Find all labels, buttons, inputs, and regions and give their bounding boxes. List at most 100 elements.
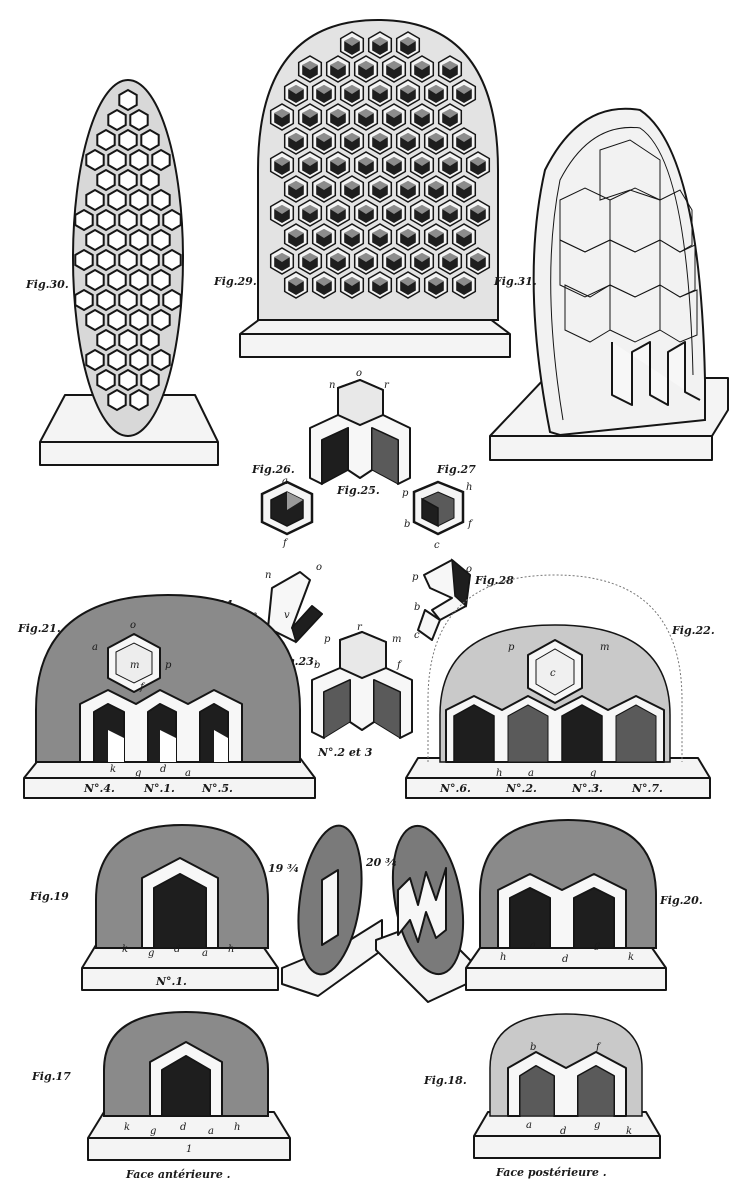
fig21-letter-k: k [110, 764, 116, 775]
fig20-letter-g: g [594, 940, 600, 951]
fig29-cell-facet [414, 253, 430, 262]
fig30-cell [118, 248, 138, 272]
fig24-letter-o: o [316, 562, 322, 573]
fig30-cell [140, 208, 160, 232]
fig27-letter-f: f [467, 519, 474, 530]
caption-front: Face antérieure . [125, 1168, 231, 1181]
fig22-letter-g: g [590, 768, 596, 779]
fig29-cell-facet [274, 109, 290, 118]
fig18-letter-f: f [595, 1042, 602, 1053]
fig29-cell-facet [302, 109, 318, 118]
fig22-label: Fig.22. [671, 624, 715, 637]
fig30-cell [96, 128, 116, 152]
fig29-cell-facet [372, 133, 388, 142]
figure-29: Fig.29. [213, 18, 511, 358]
fig29-cell-facet [288, 85, 304, 94]
fig30-cell [129, 308, 149, 332]
fig29-cell-facet [428, 181, 444, 190]
fig30-cell [162, 288, 182, 312]
fig29-label: Fig.29. [213, 275, 257, 288]
fig29-cell-facet [456, 133, 472, 142]
fig26-letter-a: a [282, 476, 288, 487]
fig29-cell-facet [302, 157, 318, 166]
fig17-letter-h: h [234, 1122, 240, 1133]
fig30-cell [129, 388, 149, 412]
figure-27: p h b f c Fig.27 [402, 463, 476, 551]
fig28-letter-b: b [414, 602, 420, 613]
fig29-cell-facet [316, 133, 332, 142]
fig27-letter-h: h [466, 482, 472, 493]
fig29-cell-facet [372, 181, 388, 190]
fig30-cell [129, 148, 149, 172]
fig29-cell-facet [302, 205, 318, 214]
fig21-letter-d: d [160, 764, 166, 775]
fig30-cell [151, 308, 171, 332]
figure-19: k g d a h N°.1. Fig.19 [29, 823, 279, 991]
fig29-cell-facet [344, 133, 360, 142]
fig29-cell-facet [316, 229, 332, 238]
fig29-cell-facet [344, 181, 360, 190]
fig21-label: Fig.21. [17, 622, 61, 635]
fig29-cell-facet [400, 277, 416, 286]
fig23-number: N°.2 et 3 [317, 746, 373, 759]
fig30-cell [162, 208, 182, 232]
fig25-letter-r: r [384, 380, 390, 391]
fig29-cell-facet [330, 61, 346, 70]
fig21-number-5: N°.5. [201, 782, 233, 795]
fig30-cell [74, 248, 94, 272]
fig23-letter-b: b [314, 660, 320, 671]
fig30-cell [151, 348, 171, 372]
fig29-cell-facet [414, 109, 430, 118]
fig23-letter-m: m [392, 634, 401, 645]
fig29-cell-facet [288, 181, 304, 190]
fig19-letter-a: a [202, 948, 208, 959]
fig29-cell-facet [316, 85, 332, 94]
fig29-cell-facet [414, 205, 430, 214]
fig30-cell [118, 328, 138, 352]
fig29-cell-facet [442, 109, 458, 118]
fig17-letter-a: a [208, 1126, 214, 1137]
caption-back: Face postérieure . [495, 1166, 607, 1179]
fig29-cell-facet [428, 277, 444, 286]
fig29-cell-facet [470, 253, 486, 262]
fig28-label: Fig.28 [474, 574, 514, 587]
fig18-letter-k: k [626, 1126, 632, 1137]
fig26-label: Fig.26. [251, 463, 295, 476]
fig25-letter-o: o [356, 368, 362, 379]
fig27-letter-c: c [434, 540, 440, 551]
fig29-cell-facet [358, 205, 374, 214]
fig29-cell-facet [372, 85, 388, 94]
fig20-label: Fig.20. [659, 894, 703, 907]
fig29-cell-facet [442, 157, 458, 166]
fig29-cell-facet [470, 205, 486, 214]
fig27-letter-b: b [404, 519, 410, 530]
fig30-cell [74, 208, 94, 232]
fig22-letter-m: m [600, 642, 609, 653]
fig29-cell-facet [414, 61, 430, 70]
figure-17: k g d a h 1 Fig.17 Face antérieure . [31, 1010, 291, 1181]
fig21-number-1: N°.1. [143, 782, 175, 795]
fig22-letter-h: h [496, 768, 502, 779]
fig30-cell [107, 148, 127, 172]
fig28-letter-p: p [412, 572, 419, 583]
fig29-cell-facet [386, 157, 402, 166]
fig29-cell-facet [274, 253, 290, 262]
figure-21: a o m f p k g d a N°.4. N°.1. N°.5. Fig.… [17, 593, 316, 799]
fig30-cell [140, 328, 160, 352]
fig30-cells [74, 88, 182, 412]
fig29-cell-facet [330, 253, 346, 262]
fig29-cell-facet [386, 61, 402, 70]
fig17-letter-k: k [124, 1122, 130, 1133]
fig30-label: Fig.30. [25, 278, 69, 291]
fig29-cell-facet [400, 181, 416, 190]
fig30-cell [140, 288, 160, 312]
fig18-letter-b: b [530, 1042, 536, 1053]
figure-23: p r m b f Fig.23. N°.2 et 3 [274, 622, 413, 759]
fig29-cell-facet [330, 205, 346, 214]
fig30-cell [107, 268, 127, 292]
fig30-cell [107, 108, 127, 132]
fig25-label: Fig.25. [336, 484, 380, 497]
fig30-cell [96, 368, 116, 392]
fig30-cell [118, 288, 138, 312]
fig29-cell-facet [400, 133, 416, 142]
